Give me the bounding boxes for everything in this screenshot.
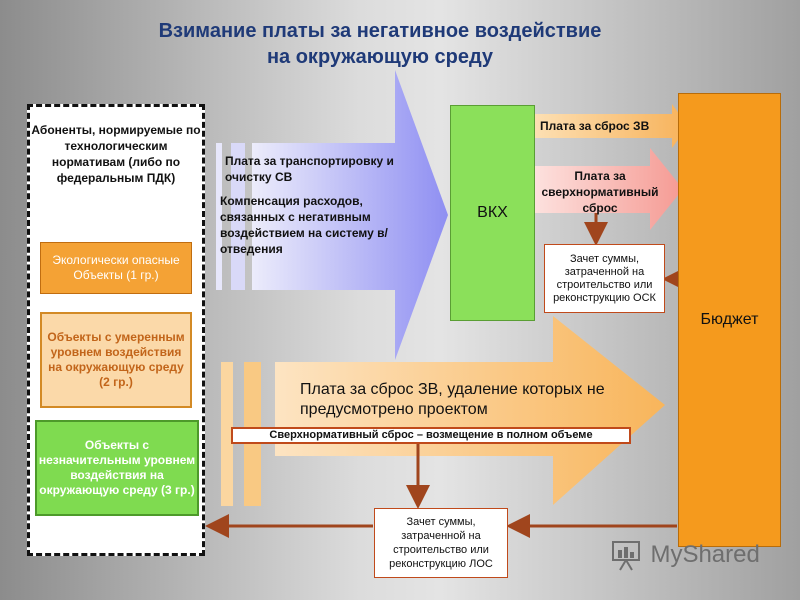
upper-arrow-strip1 [216,143,222,290]
watermark: MyShared [610,538,760,572]
offset-osk-label: Зачет суммы, затраченной на строительств… [553,252,656,304]
presentation-icon [612,541,640,571]
page-title: Взимание платы за негативное воздействие… [60,18,700,70]
upper-arrow [216,70,448,360]
group3-box: Объекты с незначительным уровнем воздейс… [35,420,199,516]
budget-box: Бюджет [678,93,781,547]
fee-discharge-label: Плата за сброс ЗВ [540,119,650,133]
upper-arrow-text-transport: Плата за транспортировку и очистку СВ [225,154,394,184]
offset-osk-box: Зачет суммы, затраченной на строительств… [544,244,665,313]
upper-arrow-text-compensation: Компенсация расходов, связанных с негати… [220,194,388,256]
fee-excess-label: Плата за сверхнормативный сброс [541,169,659,215]
title-line1: Взимание платы за негативное воздействие [158,20,602,42]
group1-label: Экологически опасные Объекты (1 гр.) [52,253,180,282]
lower-arrow-text: Плата за сброс ЗВ, удаление которых не п… [300,381,605,418]
group2-box: Объекты с умеренным уровнем воздействия … [40,312,192,408]
watermark-text: MyShared [650,541,760,568]
arrow-fee-discharge [533,104,688,148]
excess-discharge-box: Сверхнормативный сброс – возмещение в по… [231,427,631,444]
group2-label: Объекты с умеренным уровнем воздействия … [47,330,185,389]
excess-discharge-label: Сверхнормативный сброс – возмещение в по… [269,429,593,441]
offset-los-label: Зачет суммы, затраченной на строительств… [389,516,493,570]
arrow-fee-excess [533,148,683,230]
budget-label: Бюджет [700,311,759,328]
subscribers-label: Абоненты, нормируемые по технологическим… [31,123,201,185]
lower-arrow-strip1 [221,362,233,506]
upper-arrow-body [252,70,448,360]
vkh-box: ВКХ [450,105,535,321]
vkh-label: ВКХ [477,204,508,221]
offset-los-box: Зачет суммы, затраченной на строительств… [374,508,508,578]
upper-arrow-strip2 [231,143,245,290]
group1-box: Экологически опасные Объекты (1 гр.) [40,242,192,294]
lower-arrow-body [275,316,665,505]
group3-label: Объекты с незначительным уровнем воздейс… [38,438,196,497]
title-line2: на окружающую среду [266,46,494,68]
